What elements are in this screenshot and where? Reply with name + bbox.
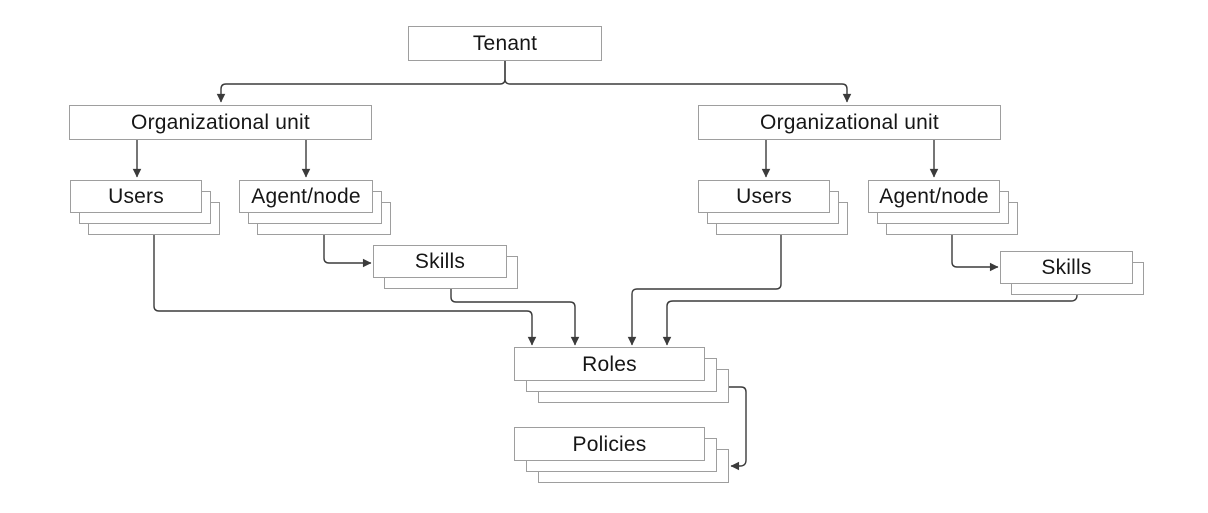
node-agent-node-left-label: Agent/node: [251, 185, 361, 208]
node-org-unit-left: Organizational unit: [69, 105, 372, 140]
node-agent-node-left: Agent/node: [239, 180, 391, 235]
node-users-right: Users: [698, 180, 848, 235]
edge-tenant-to-org-unit-left: [216, 61, 506, 103]
edge-skills-right-to-roles: [662, 294, 1078, 346]
node-policies: Policies: [514, 427, 729, 483]
node-org-unit-right-label: Organizational unit: [760, 111, 939, 134]
node-org-unit-right: Organizational unit: [698, 105, 1001, 140]
node-agent-node-right: Agent/node: [868, 180, 1018, 235]
node-users-left-label: Users: [108, 185, 164, 208]
node-agent-node-right-label: Agent/node: [879, 185, 989, 208]
node-tenant-label: Tenant: [472, 32, 538, 55]
edge-agent-node-left-to-skills-left: [323, 235, 372, 268]
node-roles-label: Roles: [582, 352, 637, 376]
node-org-unit-left-label: Organizational unit: [131, 111, 310, 134]
node-users-left: Users: [70, 180, 220, 235]
stack-layer-front: Agent/node: [868, 180, 1000, 213]
stack-layer-front: Roles: [514, 347, 705, 381]
stack-layer-front: Users: [70, 180, 202, 213]
edge-users-right-to-roles: [627, 235, 782, 346]
node-skills-right: Skills: [1000, 251, 1144, 295]
edge-users-left-to-roles: [153, 235, 537, 346]
edge-skills-left-to-roles: [450, 289, 580, 346]
edge-roles-to-policies: [729, 386, 747, 471]
node-users-right-label: Users: [736, 185, 792, 208]
node-tenant: Tenant: [408, 26, 602, 61]
edge-agent-node-right-to-skills-right: [951, 235, 999, 272]
stack-layer-front: Skills: [373, 245, 507, 278]
stack-layer-front: Skills: [1000, 251, 1133, 284]
edge-tenant-to-org-unit-right: [504, 61, 852, 103]
stack-layer-front: Policies: [514, 427, 705, 461]
node-policies-label: Policies: [572, 432, 647, 456]
node-skills-right-label: Skills: [1041, 256, 1092, 279]
node-skills-left-label: Skills: [414, 250, 466, 273]
node-skills-left: Skills: [373, 245, 518, 289]
stack-layer-front: Agent/node: [239, 180, 373, 213]
node-roles: Roles: [514, 347, 729, 403]
stack-layer-front: Users: [698, 180, 830, 213]
